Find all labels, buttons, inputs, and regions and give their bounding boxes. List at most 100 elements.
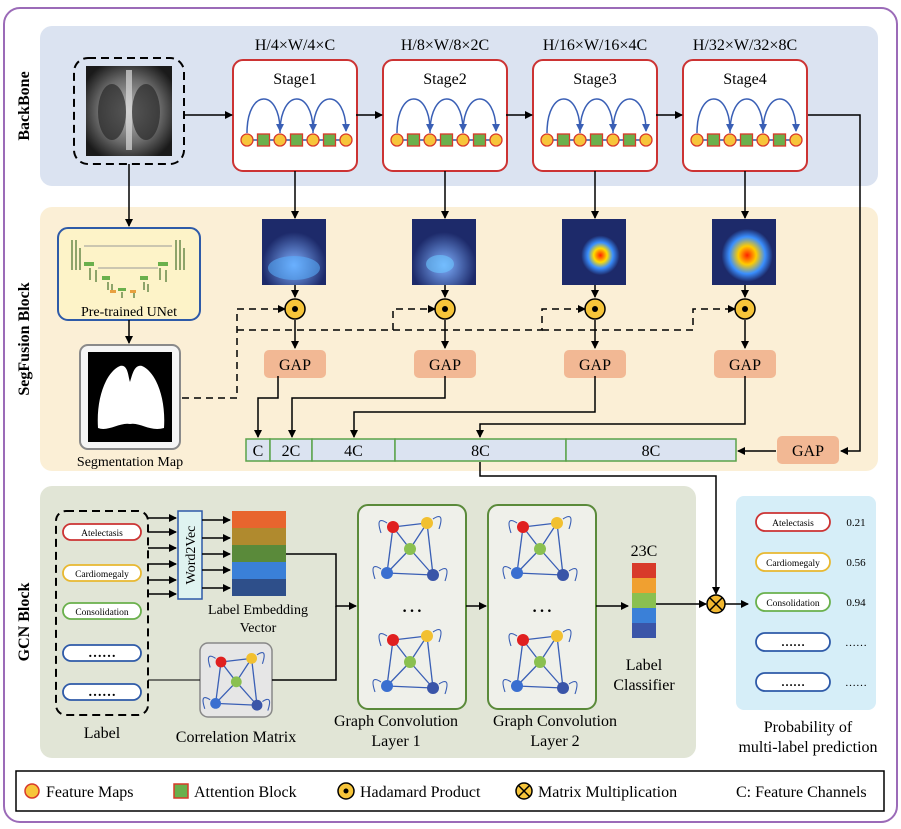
- attention-block-node: [739, 133, 754, 147]
- attention-block-node: [556, 133, 571, 147]
- feature-map-node: [639, 133, 653, 147]
- attention-block-node: [472, 133, 487, 147]
- feature-map-icon: [24, 783, 40, 799]
- hadamard-node-3: [584, 298, 606, 320]
- concat-cell-label: 8C: [642, 443, 661, 460]
- gap-label: GAP: [429, 357, 461, 374]
- feature-map-node: [756, 133, 770, 147]
- feature-map-node: [606, 133, 620, 147]
- concat-cell-label: 8C: [471, 443, 490, 460]
- stage-name: Stage2: [423, 71, 467, 88]
- concat-cell-label: C: [253, 443, 264, 460]
- label-text: Cardiomegaly: [75, 570, 129, 580]
- attention-block-node: [622, 133, 637, 147]
- gc-layer-1-graph-top: [372, 516, 448, 582]
- attention-block-node: [406, 133, 421, 147]
- graph-node: [421, 517, 433, 529]
- graph-node: [511, 567, 523, 579]
- feature-map-node: [306, 133, 320, 147]
- stage-name: Stage1: [273, 71, 317, 88]
- stage-3: H/16×W/16×4C Stage3: [532, 37, 658, 172]
- graph-node: [511, 680, 523, 692]
- label-text: Consolidation: [75, 608, 129, 618]
- legend-box: [15, 770, 885, 812]
- graph-node: [246, 653, 257, 664]
- feature-map-node: [423, 133, 437, 147]
- stage-dims: H/16×W/16×4C: [543, 37, 647, 54]
- hadamard-node-2: [434, 298, 456, 320]
- feature-map-node: [690, 133, 704, 147]
- prediction-prob: ……: [845, 637, 867, 649]
- label-item-4: ……: [62, 644, 142, 662]
- graph-node: [427, 569, 439, 581]
- gap-box-2: GAP: [414, 350, 476, 378]
- label-embedding-vector: [232, 511, 286, 596]
- graph-node: [517, 634, 529, 646]
- stage-name: Stage3: [573, 71, 617, 88]
- gap-box-1: GAP: [264, 350, 326, 378]
- prediction-caption-2: multi-label prediction: [738, 739, 877, 756]
- classifier-caption-2: Classifier: [613, 677, 675, 694]
- embedding-caption-1: Label Embedding: [208, 603, 308, 618]
- graph-node: [551, 517, 563, 529]
- feature-map-node: [540, 133, 554, 147]
- prediction-label: Atelectasis: [772, 519, 814, 529]
- feature-map-node: [240, 133, 254, 147]
- graph-node: [427, 682, 439, 694]
- segmentation-map: Segmentation Map: [77, 344, 183, 470]
- prediction-label: ……: [781, 635, 805, 649]
- graph-node: [230, 676, 242, 688]
- label-item-2: Cardiomegaly: [62, 564, 142, 582]
- feature-map-node: [489, 133, 503, 147]
- seg-map-label: Segmentation Map: [77, 455, 183, 470]
- attention-block-node: [772, 133, 787, 147]
- feature-map-node: [789, 133, 803, 147]
- feature-map-node: [456, 133, 470, 147]
- gc-layer-2-caption-1: Graph Convolution: [493, 713, 617, 730]
- gc-layer-2: [487, 504, 597, 710]
- gc-layer-1-caption-2: Layer 1: [371, 733, 420, 750]
- label-text: ……: [88, 685, 116, 700]
- graph-node: [215, 656, 227, 668]
- matmul-icon: [515, 782, 533, 800]
- feature-heatmap-2: [412, 219, 476, 285]
- gc-layer-1-caption-1: Graph Convolution: [334, 713, 458, 730]
- feature-map-node: [339, 133, 353, 147]
- gc-layer-2-graph-bottom: [502, 629, 578, 695]
- gap-box-5: GAP: [777, 436, 839, 464]
- matrix-multiplication-node: [706, 594, 726, 614]
- segfusion-title: SegFusion Block: [16, 282, 33, 395]
- hadamard-icon: [337, 782, 355, 800]
- gap-label: GAP: [279, 357, 311, 374]
- graph-node: [381, 680, 393, 692]
- gc-layer-1: [357, 504, 467, 710]
- legend-matmul: Matrix Multiplication: [538, 784, 677, 801]
- gc-layer-2-graph-top: [502, 516, 578, 582]
- stage-dims: H/32×W/32×8C: [693, 37, 797, 54]
- word2vec-box: [177, 510, 203, 600]
- prediction-caption-1: Probability of: [764, 719, 853, 736]
- concat-cell-label: 4C: [344, 443, 363, 460]
- input-image-frame: [73, 57, 185, 165]
- attention-block-node: [322, 133, 337, 147]
- gap-box-3: GAP: [564, 350, 626, 378]
- input-xray-image: [86, 66, 172, 156]
- stage-name: Stage4: [723, 71, 767, 88]
- segfusion-section: [40, 207, 878, 471]
- label-text: ……: [88, 646, 116, 661]
- backbone-title: BackBone: [16, 71, 33, 140]
- gc-layer-1-ellipsis: …: [401, 592, 423, 617]
- gap-label: GAP: [579, 357, 611, 374]
- graph-node: [534, 543, 546, 555]
- graph-node: [381, 567, 393, 579]
- legend-hadamard: Hadamard Product: [360, 784, 481, 801]
- classifier-caption-1: Label: [626, 657, 663, 674]
- prediction-prob: 0.56: [846, 557, 866, 569]
- legend-feature-maps: Feature Maps: [46, 784, 134, 801]
- graph-node: [404, 543, 416, 555]
- unet-label: Pre-trained UNet: [81, 305, 177, 320]
